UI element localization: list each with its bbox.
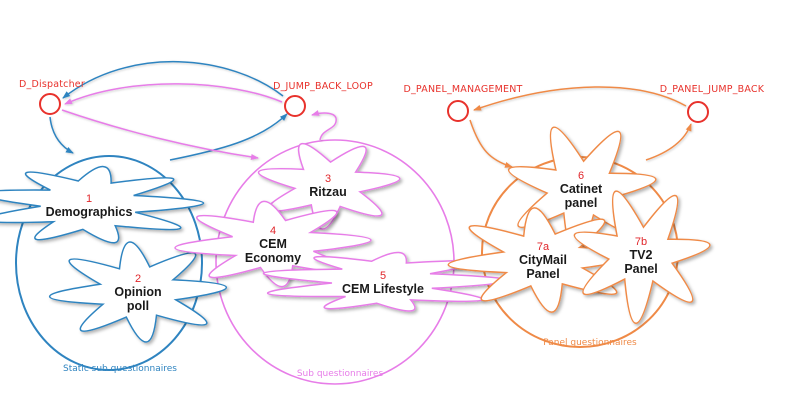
cloud-number: 3 [325,173,331,185]
cloud-label: CEM Lifestyle [342,282,424,296]
dispatcher-to-static-arrow [49,116,74,154]
node-dispatcher: D_Dispatcher [19,79,85,115]
cloud-label: Panel [624,262,657,276]
cloud-label: Economy [245,251,301,265]
sub-group-label: Sub questionnaires [297,369,384,379]
static-group-label: Static sub questionnaires [63,364,177,374]
cloud-shape [49,241,227,343]
cloud-number: 4 [270,225,276,237]
static-group-ellipse [15,155,203,371]
panel-to-jump-back-arrow [645,123,692,161]
static-to-loop-arrow [169,113,288,161]
dispatcher-to-sub-arrow [61,109,259,160]
node-label: D_PANEL_JUMP_BACK [660,84,765,95]
node-label: D_PANEL_MANAGEMENT [403,84,522,95]
cloud-number: 2 [135,273,141,285]
cloud-label: Opinion [114,285,161,299]
cloud-shape [0,165,205,244]
node-panel-management: D_PANEL_MANAGEMENT [403,84,522,122]
panel-management-to-panel-arrow [469,119,513,168]
cloud-shape [257,143,401,230]
loop-to-dispatcher-blue-arrow [62,61,284,99]
cloud-label: Ritzau [309,185,347,199]
loop-to-dispatcher-pink-arrow [64,83,283,105]
cloud-number: 7b [635,236,647,248]
cloud-label: Catinet [560,182,603,196]
cloud-number: 6 [578,170,584,182]
cloud-label: panel [565,196,598,210]
cloud-number: 1 [86,193,92,205]
jump-back-to-panel-management-arrow [473,86,687,111]
panel-group-label: Panel questionnaires [543,338,637,348]
node-label: D_Dispatcher [19,79,85,90]
cloud-label: poll [127,299,149,313]
cloud-number: 5 [380,270,386,282]
node-jump-back-loop: D_JUMP_BACK_LOOP [273,81,373,117]
cloud-label: Panel [526,267,559,281]
cloud-label: CEM [259,237,287,251]
cloud-label: TV2 [630,248,653,262]
node-label: D_JUMP_BACK_LOOP [273,81,373,92]
cloud-label: Demographics [46,205,133,219]
sub-to-loop-arrow [311,110,337,141]
cloud-label: CityMail [519,253,567,267]
node-panel-jump-back: D_PANEL_JUMP_BACK [660,84,765,123]
cloud-number: 7a [537,241,550,253]
cloud-shape [573,190,711,325]
cloud-shape [174,200,372,288]
